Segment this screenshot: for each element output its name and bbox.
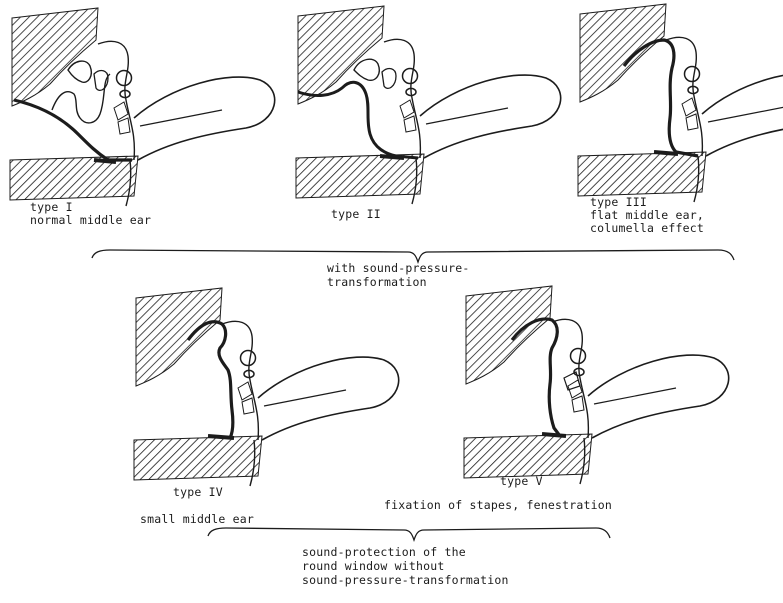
type-1-description: normal middle ear bbox=[30, 213, 152, 227]
brace-bottom-group bbox=[207, 527, 611, 543]
bottom-group-caption-line1: sound-protection of the bbox=[302, 545, 466, 559]
panel-type-2 bbox=[295, 5, 562, 205]
type-4-title: type IV bbox=[173, 485, 223, 499]
type-3-description-line2: columella effect bbox=[590, 221, 704, 235]
type-3-description-line1: flat middle ear, bbox=[590, 208, 704, 222]
type-2-title: type II bbox=[331, 207, 381, 221]
panel-type-1 bbox=[9, 7, 276, 207]
type-1-title: type I bbox=[30, 200, 73, 214]
panel-type-3 bbox=[577, 3, 783, 203]
type-5-description: fixation of stapes, fenestration bbox=[384, 498, 612, 512]
type-5-title: type V bbox=[500, 474, 543, 488]
top-group-caption-line1: with sound-pressure- bbox=[327, 261, 470, 275]
top-group-caption-line2: transformation bbox=[327, 275, 427, 289]
panel-type-4 bbox=[133, 287, 400, 487]
brace-top-group bbox=[91, 249, 735, 265]
panel-type-5 bbox=[463, 285, 730, 485]
bottom-group-caption-line2: round window without bbox=[302, 559, 445, 573]
bottom-group-caption-line3: sound-pressure-transformation bbox=[302, 573, 509, 587]
type-4-description: small middle ear bbox=[140, 512, 254, 526]
type-3-title: type III bbox=[590, 195, 647, 209]
